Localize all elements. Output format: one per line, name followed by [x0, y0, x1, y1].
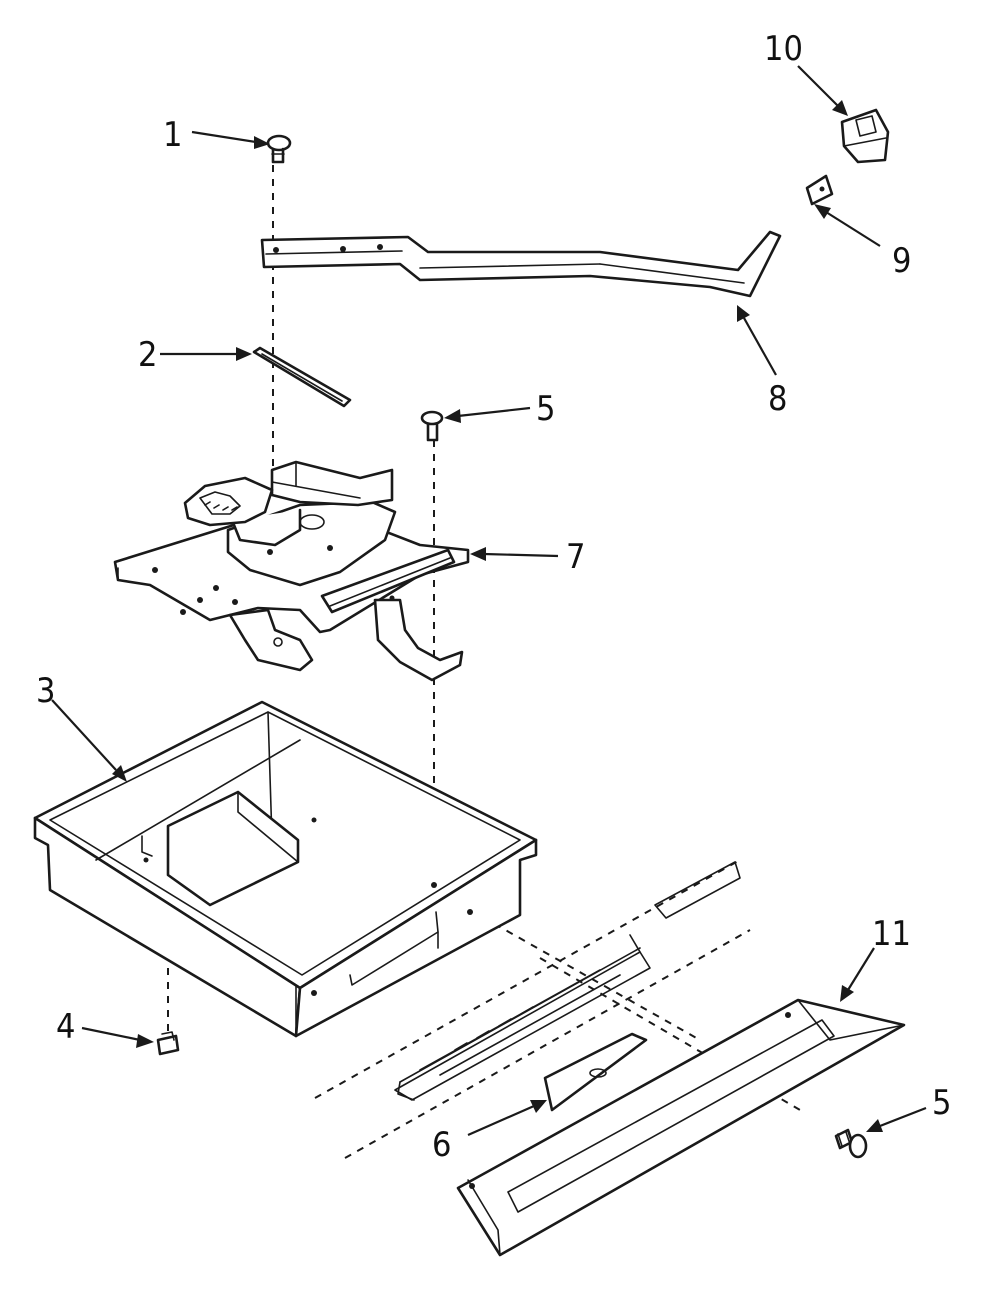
- callout-2: 2: [138, 335, 157, 375]
- part-10-knob: [840, 108, 890, 164]
- callout-1: 1: [163, 115, 182, 155]
- callout-6: 6: [432, 1125, 451, 1165]
- part-9-clip: [805, 174, 834, 206]
- callout-10: 10: [764, 29, 803, 69]
- part-4-bumper: [156, 1031, 180, 1056]
- part-7-latch-assembly: [113, 460, 470, 682]
- callout-7: 7: [566, 537, 585, 577]
- part-8-handle-arm: [260, 230, 782, 298]
- callout-3: 3: [36, 671, 55, 711]
- callout-4: 4: [56, 1007, 75, 1047]
- part-2-pin: [252, 346, 352, 408]
- callout-numbers: 1 2 3 4 5 5 6 7 8 9 10 11: [36, 29, 951, 1165]
- leader-lines: [51, 65, 927, 1137]
- callout-11: 11: [872, 914, 911, 954]
- part-5-screw-lower: [834, 1128, 868, 1159]
- part-3-tray: [33, 700, 538, 1038]
- callout-9: 9: [892, 241, 911, 281]
- part-6-plate: [543, 1032, 648, 1112]
- part-5-screw-upper: [420, 410, 444, 442]
- callout-5-lower: 5: [932, 1083, 951, 1123]
- callout-8: 8: [768, 379, 787, 419]
- part-11-bracket: [456, 998, 906, 1257]
- callout-5-upper: 5: [536, 389, 555, 429]
- part-1-screw: [266, 134, 292, 164]
- cabinet-rail: [394, 861, 741, 1101]
